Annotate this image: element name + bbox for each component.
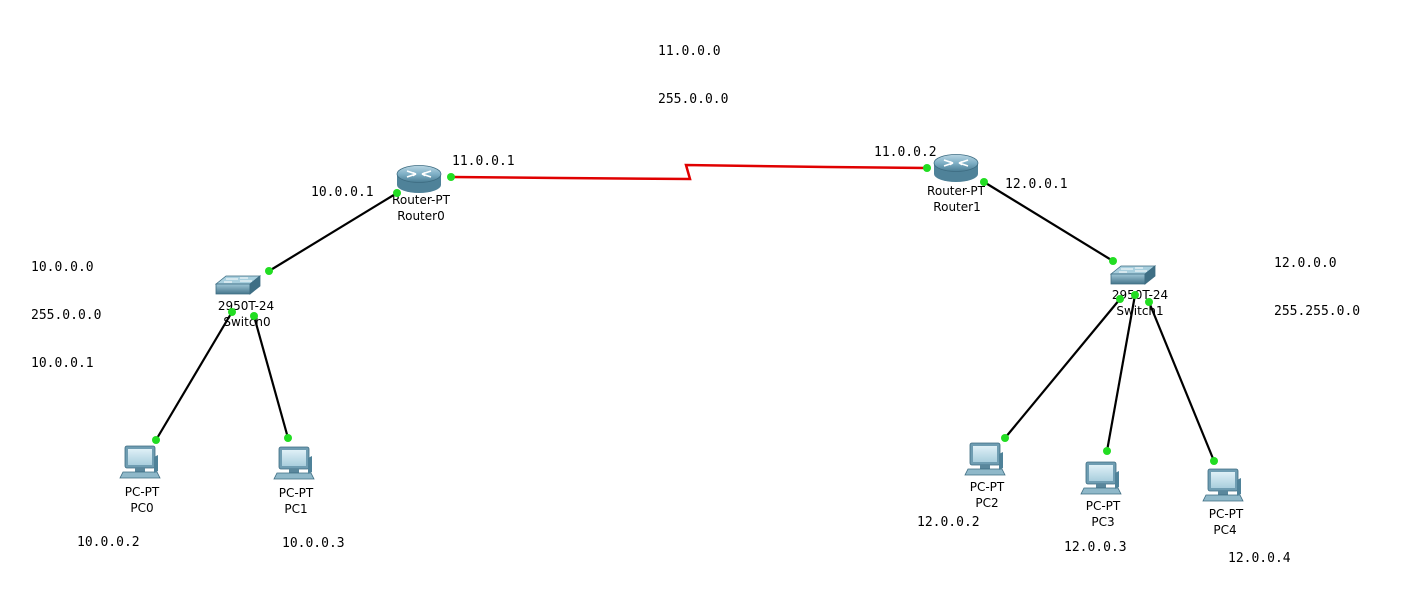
switch0-type-label: 2950T-24 bbox=[218, 299, 274, 313]
wan-network-address: 11.0.0.0 bbox=[658, 44, 721, 59]
pc3-name-label: PC3 bbox=[1091, 515, 1114, 529]
port-light-router1-wan bbox=[923, 164, 931, 172]
port-light-router0-lan bbox=[393, 189, 401, 197]
port-light-switch0-pc1 bbox=[250, 312, 258, 320]
ethernet-link-router1-switch1[interactable] bbox=[983, 181, 1114, 262]
pc-icon bbox=[1202, 468, 1244, 502]
pc3-type-label: PC-PT bbox=[1086, 499, 1121, 513]
pc0-type-label: PC-PT bbox=[125, 485, 160, 499]
right-lan-network-note: 12.0.0.0 255.255.0.0 bbox=[1274, 224, 1360, 336]
pc-icon bbox=[964, 442, 1006, 476]
pc1-ip-label: 10.0.0.3 bbox=[282, 536, 345, 551]
port-light-pc0 bbox=[152, 436, 160, 444]
ethernet-link-switch1-pc3[interactable] bbox=[1105, 294, 1137, 452]
pc1[interactable]: PC-PT PC1 bbox=[273, 446, 315, 516]
router1[interactable]: Router-PT Router1 bbox=[927, 153, 986, 215]
pc3[interactable]: PC-PT PC3 bbox=[1080, 461, 1122, 529]
router-icon bbox=[933, 153, 979, 183]
port-light-switch0-uplink bbox=[265, 267, 273, 275]
port-light-switch1-pc4 bbox=[1145, 298, 1153, 306]
port-light-pc4 bbox=[1210, 457, 1218, 465]
router0-name-label: Router0 bbox=[397, 209, 444, 223]
port-light-router0-wan bbox=[447, 173, 455, 181]
pc4-name-label: PC4 bbox=[1213, 523, 1236, 537]
switch1-type-label: 2950T-24 bbox=[1112, 288, 1168, 302]
switch-icon bbox=[1110, 265, 1156, 285]
left-lan-network-mask: 255.0.0.0 bbox=[31, 308, 102, 323]
wan-network-note: 11.0.0.0 255.0.0.0 bbox=[658, 12, 728, 124]
port-light-switch1-pc3 bbox=[1131, 291, 1139, 299]
ethernet-link-switch1-pc2[interactable] bbox=[1004, 298, 1121, 439]
right-lan-network-address: 12.0.0.0 bbox=[1274, 256, 1337, 271]
ethernet-link-switch1-pc4[interactable] bbox=[1147, 301, 1216, 462]
port-status-lights bbox=[152, 164, 1218, 465]
left-lan-network-note: 10.0.0.0 255.0.0.0 10.0.0.1 bbox=[31, 228, 101, 388]
pc2[interactable]: PC-PT PC2 bbox=[964, 442, 1006, 510]
ethernet-link-switch0-pc1[interactable] bbox=[252, 315, 290, 439]
ethernet-link-router0-switch0[interactable] bbox=[268, 192, 398, 272]
pc4[interactable]: PC-PT PC4 bbox=[1202, 468, 1244, 537]
links bbox=[155, 163, 1216, 462]
pc1-name-label: PC1 bbox=[284, 502, 307, 516]
right-lan-network-mask: 255.255.0.0 bbox=[1274, 304, 1361, 319]
switch1[interactable]: 2950T-24 Switch1 bbox=[1110, 265, 1168, 318]
port-light-pc3 bbox=[1103, 447, 1111, 455]
port-light-pc1 bbox=[284, 434, 292, 442]
pc-icon bbox=[1080, 461, 1122, 495]
router0[interactable]: Router-PT Router0 bbox=[392, 164, 451, 224]
pc4-ip-label: 12.0.0.4 bbox=[1228, 551, 1291, 566]
port-light-pc2 bbox=[1001, 434, 1009, 442]
router0-lan-ip-label: 10.0.0.1 bbox=[311, 185, 374, 200]
port-light-router1-lan bbox=[980, 178, 988, 186]
pc2-type-label: PC-PT bbox=[970, 480, 1005, 494]
pc2-ip-label: 12.0.0.2 bbox=[917, 515, 980, 530]
router1-wan-ip-label: 11.0.0.2 bbox=[874, 145, 937, 160]
router0-wan-ip-label: 11.0.0.1 bbox=[452, 154, 515, 169]
pc0[interactable]: PC-PT PC0 bbox=[119, 445, 161, 515]
pc0-ip-label: 10.0.0.2 bbox=[77, 535, 140, 550]
ethernet-link-switch0-pc0[interactable] bbox=[155, 311, 233, 441]
pc2-name-label: PC2 bbox=[975, 496, 998, 510]
pc4-type-label: PC-PT bbox=[1209, 507, 1244, 521]
router1-type-label: Router-PT bbox=[927, 184, 986, 198]
switch1-name-label: Switch1 bbox=[1116, 304, 1163, 318]
port-light-switch1-uplink bbox=[1109, 257, 1117, 265]
switch-icon bbox=[215, 275, 261, 295]
router1-name-label: Router1 bbox=[933, 200, 980, 214]
router0-type-label: Router-PT bbox=[392, 193, 451, 207]
pc1-type-label: PC-PT bbox=[279, 486, 314, 500]
switch0-name-label: Switch0 bbox=[223, 315, 270, 329]
pc3-ip-label: 12.0.0.3 bbox=[1064, 540, 1127, 555]
left-lan-gateway: 10.0.0.1 bbox=[31, 356, 94, 371]
wan-network-mask: 255.0.0.0 bbox=[658, 92, 729, 107]
pc-icon bbox=[273, 446, 315, 480]
router-icon bbox=[396, 164, 442, 194]
port-light-switch0-pc0 bbox=[228, 308, 236, 316]
pc0-name-label: PC0 bbox=[130, 501, 153, 515]
port-light-switch1-pc2 bbox=[1116, 295, 1124, 303]
switch0[interactable]: 2950T-24 Switch0 bbox=[215, 275, 274, 329]
router1-lan-ip-label: 12.0.0.1 bbox=[1005, 177, 1068, 192]
pc-icon bbox=[119, 445, 161, 479]
left-lan-network-address: 10.0.0.0 bbox=[31, 260, 94, 275]
serial-link-router0-router1[interactable] bbox=[450, 163, 928, 181]
